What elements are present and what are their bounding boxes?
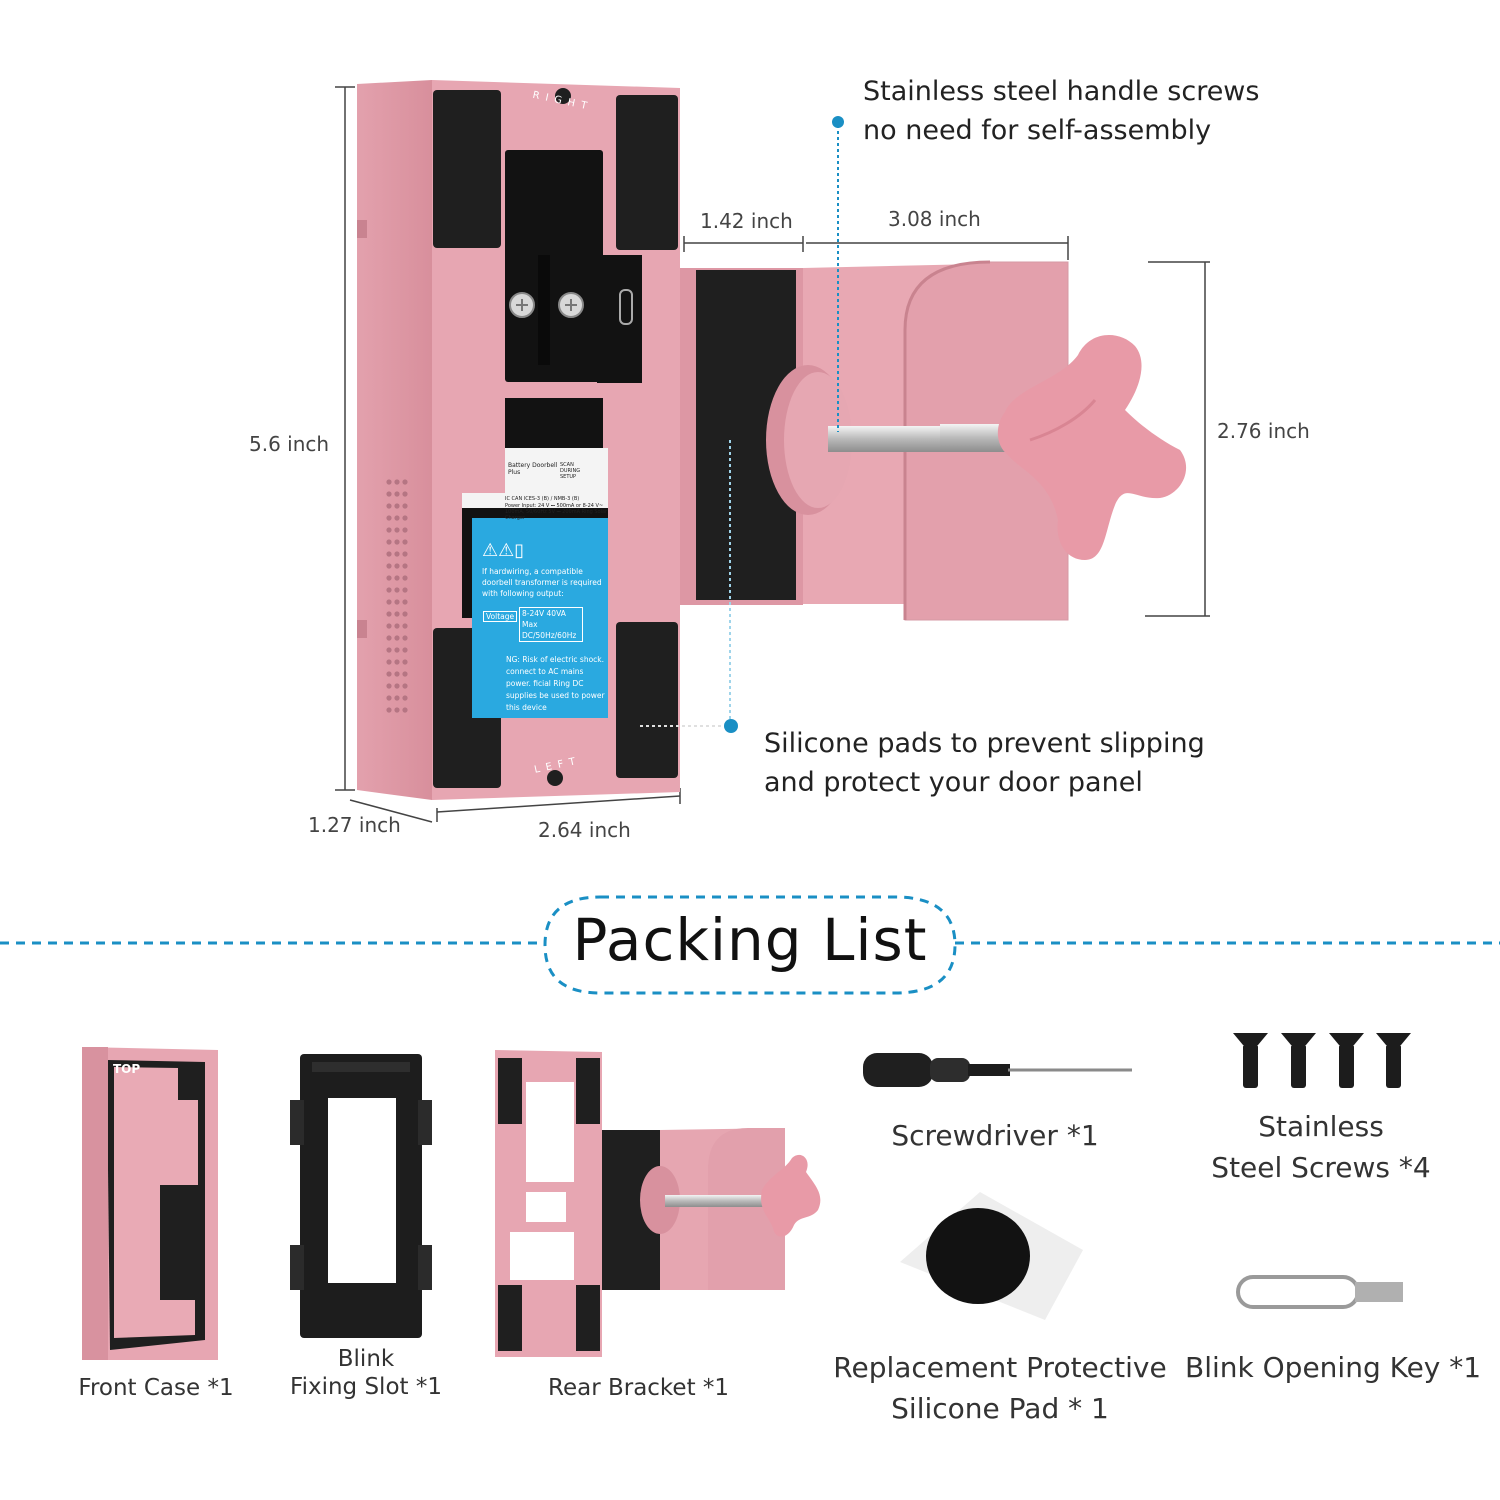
dim-clamp-height: 2.76 inch [1217,419,1310,443]
label-fixing-slot: Blink Fixing Slot *1 [286,1345,446,1401]
callout-pads-line1: Silicone pads to prevent slipping [764,728,1205,759]
label-screwdriver: Screwdriver *1 [891,1119,1099,1152]
device-label [505,448,608,493]
callout-leaders [640,116,844,733]
label-warning: NG: Risk of electric shock. connect to A… [506,655,605,712]
warning-icons: ⚠⚠▯ [482,540,525,561]
silicone-pad [433,90,501,248]
dim-width: 2.64 inch [538,818,631,842]
front-case-mark: TOP [113,1062,141,1076]
usb-port-icon [619,289,633,325]
label-screws: Stainless Steel Screws *4 [1200,1106,1442,1188]
dim-arm-length: 3.08 inch [888,207,981,231]
star-knob [997,334,1187,560]
callout-screws-line2: no need for self-assembly [863,115,1212,146]
dim-depth: 1.27 inch [308,813,401,837]
threaded-rod [828,426,946,452]
label-rear-bracket: Rear Bracket *1 [548,1375,730,1401]
silicone-pad [616,95,678,250]
label-silicone-pad-line1: Replacement Protective [833,1351,1167,1384]
label-product: Battery Doorbell Plus [508,462,558,476]
rear-bracket-large [357,80,680,800]
callout-pads-line2: and protect your door panel [764,767,1143,798]
label-power: Power Input: 24 V ⎓ 500mA or 8-24 V~ 100… [505,503,608,521]
vent-grid [386,479,408,713]
label-fixing-slot-line2: Fixing Slot *1 [290,1374,442,1400]
warning-sticker [472,518,608,718]
packing-list-title: Packing List [572,906,928,974]
rear-bracket-image [495,1050,821,1357]
label-hardwire: If hardwiring, a compatible doorbell tra… [482,567,602,598]
dimension-lines [335,86,1210,823]
callout-screws: Stainless steel handle screws no need fo… [863,72,1259,150]
label-voltage: Voltage [483,611,518,622]
packing-divider [0,895,1500,995]
front-case-image [82,1047,218,1360]
label-opening-key: Blink Opening Key *1 [1185,1351,1482,1384]
label-fixing-slot-line1: Blink [337,1346,395,1372]
top-screw [555,88,571,104]
silicone-pad [616,622,678,778]
label-cert: IC CAN ICES-3 (B) / NMB-3 (B) [505,496,580,502]
dim-height: 5.6 inch [249,432,330,456]
callout-pads: Silicone pads to prevent slipping and pr… [764,724,1205,802]
dim-arm-offset: 1.42 inch [700,209,793,233]
replacement-pad-image [900,1192,1083,1320]
callout-screws-line1: Stainless steel handle screws [863,76,1260,107]
label-voltage-spec: 8-24V 40VA Max DC/50Hz/60Hz [519,607,583,642]
screws-image [1233,1033,1411,1088]
label-scan: SCAN DURING SETUP [560,462,581,480]
fixing-slot-image [290,1054,432,1338]
screwdriver-image [863,1053,1132,1087]
opening-key-image [1236,1275,1403,1309]
label-silicone-pad-line2: Silicone Pad * 1 [891,1392,1109,1425]
label-silicone-pad: Replacement Protective Silicone Pad * 1 [830,1347,1170,1429]
bottom-screw [547,770,563,786]
label-screws-line2: Steel Screws *4 [1211,1151,1431,1184]
label-screws-line1: Stainless [1258,1110,1384,1143]
clamp-arm [680,260,1187,621]
label-front-case: Front Case *1 [78,1375,234,1401]
